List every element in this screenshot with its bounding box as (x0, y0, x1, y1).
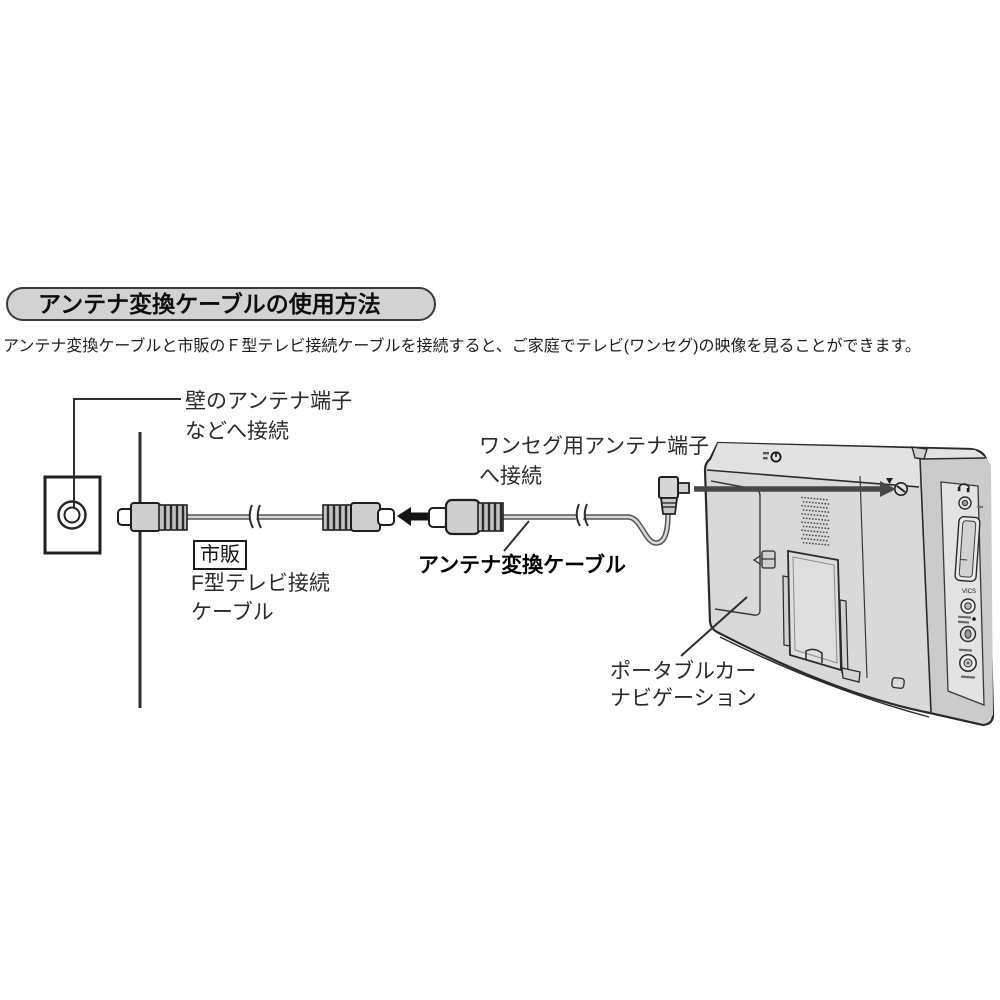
kickstand (782, 549, 861, 683)
nav-device-illustration: VICS (703, 441, 995, 727)
plug-direction-arrow (397, 507, 428, 526)
section-title: アンテナ変換ケーブルの使用方法 (6, 287, 436, 321)
conversion-cable-label: アンテナ変換ケーブル (418, 554, 626, 577)
f-type-cable-illustration (117, 502, 395, 532)
navigation-device-label: ポータブルカー ナビゲーション (610, 660, 757, 710)
dc-in-jack (958, 648, 977, 679)
female-f-connector (428, 498, 504, 536)
headphone-jack (958, 496, 972, 510)
f-connector-left (117, 502, 188, 532)
back-seam (859, 475, 868, 679)
conversion-leader-line (503, 520, 530, 552)
cable-break-mark-2 (573, 502, 589, 529)
sd-card-slot (954, 505, 984, 582)
headphone-icon (957, 483, 970, 493)
side-connector-panel: VICS (940, 481, 985, 706)
vics-label: VICS (962, 589, 976, 595)
screw-hole (891, 677, 905, 689)
nav-leader-line (680, 596, 748, 657)
oneseg-terminal-label: ワンセグ用アンテナ端子 へ接続 (479, 435, 710, 488)
insert-direction-arrow (694, 481, 896, 497)
intro-text: アンテナ変換ケーブルと市販のＦ型テレビ接続ケーブルを接続すると、ご家庭でテレビ(… (3, 338, 921, 355)
retail-badge: 市販 (193, 540, 247, 570)
device-bottom-rim (719, 636, 930, 718)
antenna-conversion-cable-illustration (428, 476, 690, 546)
wall-terminal-label: 壁のアンテナ端子 などへ接続 (185, 390, 353, 443)
l-plug (658, 476, 690, 515)
f-connector-right (322, 502, 395, 532)
vics-jack (960, 598, 976, 614)
speaker-grille (801, 496, 830, 546)
stand-latch (752, 550, 776, 569)
power-icon (763, 451, 782, 463)
brake-jack (957, 615, 977, 643)
top-notch (911, 446, 928, 460)
f-type-cable-label: F型テレビ接続 ケーブル (191, 572, 330, 624)
wall-leader-line (73, 398, 181, 507)
cable-break-mark (246, 503, 262, 530)
wall-outlet (43, 475, 102, 555)
